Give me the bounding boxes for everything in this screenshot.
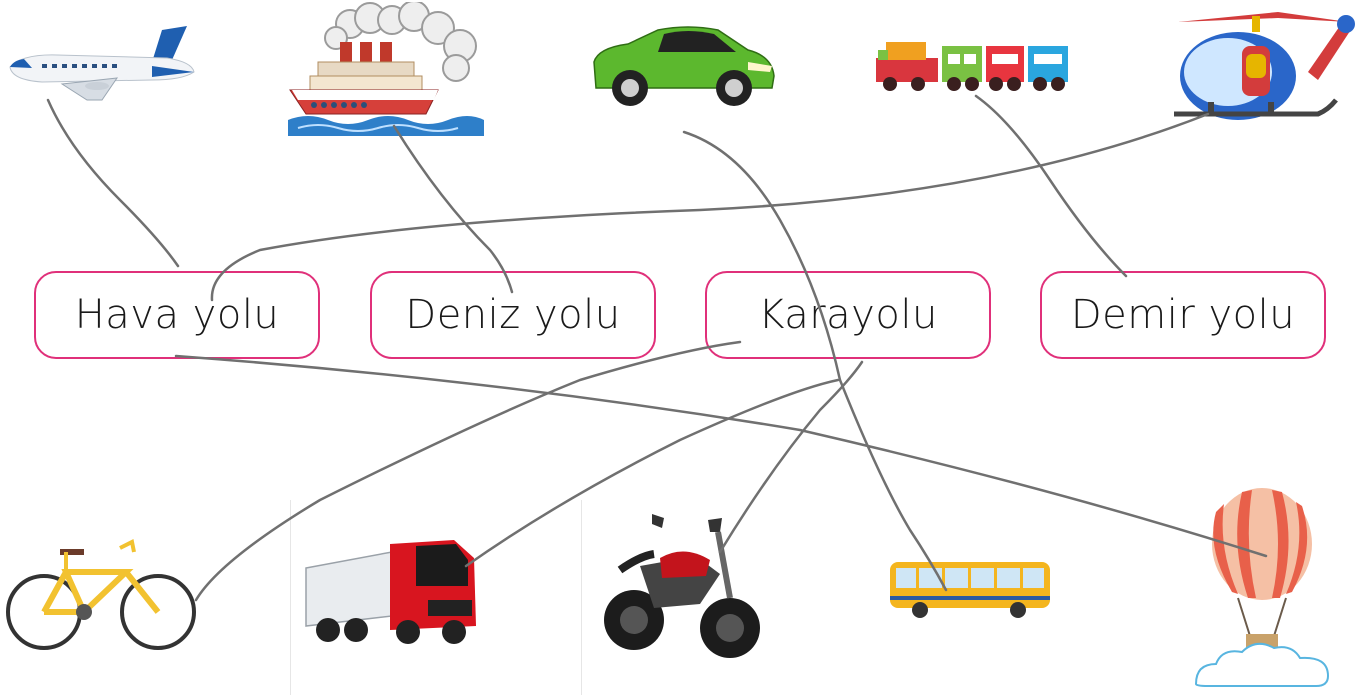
label-rail: Demir yolu [1070, 292, 1296, 338]
line-truck-karayolu [464, 378, 840, 568]
label-box-road: Karayolu [705, 271, 991, 359]
line-car-bus [682, 130, 948, 592]
label-box-sea: Deniz yolu [370, 271, 656, 359]
hot-air-balloon-icon[interactable] [1192, 488, 1336, 692]
car-icon[interactable] [588, 22, 778, 110]
line-airplane-hava-yolu [46, 98, 180, 268]
line-train-demir-yolu [974, 94, 1128, 278]
motorcycle-icon[interactable] [600, 504, 764, 668]
label-box-rail: Demir yolu [1040, 271, 1326, 359]
train-icon[interactable] [874, 38, 1070, 94]
label-sea: Deniz yolu [405, 292, 621, 338]
line-balloon-hava-yolu [174, 354, 1268, 558]
bus-icon[interactable] [888, 556, 1054, 622]
divider [581, 500, 582, 695]
ship-icon[interactable] [288, 2, 484, 136]
bicycle-icon[interactable] [4, 538, 198, 654]
line-motorcycle-karayolu [718, 360, 864, 554]
line-helicopter-hava-yolu [210, 112, 1210, 302]
line-ship-deniz-yolu [392, 124, 514, 294]
helicopter-icon[interactable] [1168, 2, 1360, 132]
divider [290, 500, 291, 695]
label-road: Karayolu [758, 292, 938, 338]
line-bicycle-karayolu [194, 340, 742, 602]
airplane-icon[interactable] [2, 22, 198, 102]
label-air: Hava yolu [74, 292, 280, 338]
truck-icon[interactable] [304, 534, 478, 646]
label-box-air: Hava yolu [34, 271, 320, 359]
